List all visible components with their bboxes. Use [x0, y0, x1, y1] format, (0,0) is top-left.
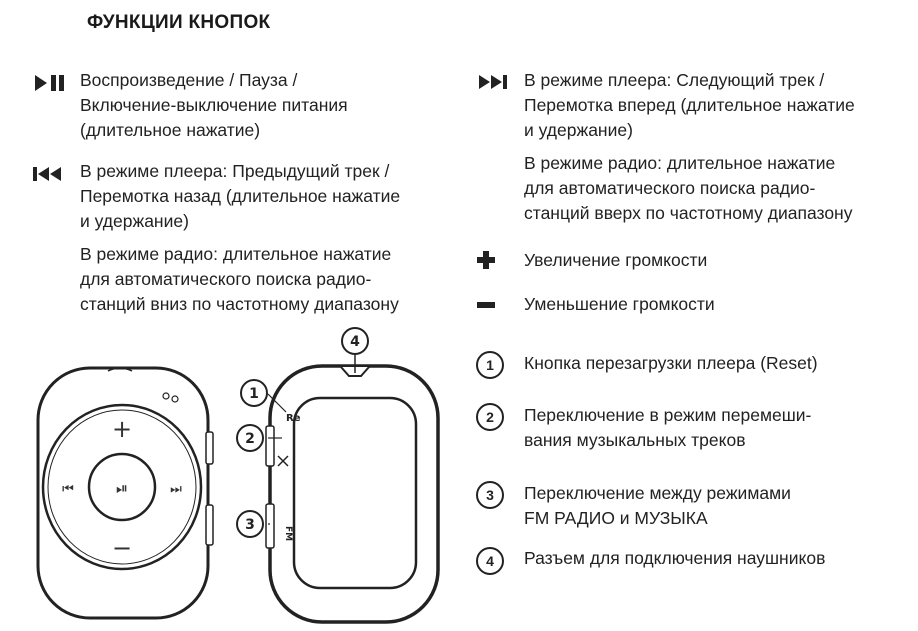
shuffle-icon [277, 455, 289, 467]
side-callout-1-circle [240, 379, 268, 407]
text-line: вания музыкальных треков [524, 430, 746, 450]
text-line: для автоматического поиска радио- [80, 269, 372, 289]
text-line: В режиме радио: длительное нажатие [524, 153, 836, 173]
front-plus-label: + [112, 415, 132, 443]
side-callout-2-circle [236, 424, 264, 452]
play-pause-icon [35, 75, 64, 91]
text-line: Перемотка назад (длительное нажатие [80, 186, 401, 206]
plus-icon [477, 251, 495, 269]
front-next-label: ⏭ [170, 482, 182, 497]
callout-number-3: 3 [476, 481, 504, 509]
right-item-headphone-jack: Разъем для подключения наушников [524, 546, 825, 571]
side-callout-2: 2 [245, 431, 255, 447]
text-line: станций вниз по частотному диапазону [80, 294, 399, 314]
right-item-shuffle: Переключение в режим перемеши- вания муз… [524, 403, 811, 453]
right-item-volume-up: Увеличение громкости [524, 248, 707, 273]
player-front-view: + − ⏮ ⏯ ⏭ [36, 366, 214, 620]
front-prev-label: ⏮ [62, 482, 74, 497]
side-callout-4: 4 [350, 334, 360, 350]
text-line: В режиме плеера: Предыдущий трек / [80, 161, 390, 181]
right-item-reset: Кнопка перезагрузки плеера (Reset) [524, 351, 818, 376]
text-line: FM РАДИО и МУЗЫКА [524, 508, 708, 528]
front-play-label: ⏯ [116, 479, 128, 497]
text-line: Воспроизведение / Пауза / [80, 70, 298, 90]
callout-number-2: 2 [476, 403, 504, 431]
text-line: Перемотка вперед (длительное нажатие [524, 95, 855, 115]
left-item-play-pause: Воспроизведение / Пауза / Включение-выкл… [80, 68, 348, 143]
right-item-mode-switch: Переключение между режимами FM РАДИО и М… [524, 481, 791, 531]
side-callout-3: 3 [245, 517, 255, 533]
text-line: Включение-выключение питания [80, 95, 348, 115]
next-track-icon [479, 75, 507, 89]
text-line: (длительное нажатие) [80, 120, 261, 140]
side-callout-3-circle [236, 510, 264, 538]
text-line: Переключение между режимами [524, 483, 791, 503]
side-callout-1: 1 [249, 386, 259, 402]
side-callout-4-circle [341, 327, 369, 355]
text-line: станций вверх по частотному диапазону [524, 203, 853, 223]
side-fm-text: FM [283, 526, 293, 541]
text-line: Переключение в режим перемеши- [524, 405, 812, 425]
previous-track-icon [33, 167, 61, 181]
page-title: ФУНКЦИИ КНОПОК [87, 12, 271, 33]
side-reset-text: Re [286, 413, 301, 424]
right-item-next: В режиме плеера: Следующий трек / Перемо… [524, 68, 855, 226]
text-line: и удержание) [80, 211, 189, 231]
left-item-previous: В режиме плеера: Предыдущий трек / Перем… [80, 159, 400, 317]
center-play-button [87, 452, 157, 522]
text-line: Разъем для подключения наушников [524, 548, 826, 568]
text-line: Увеличение громкости [524, 250, 708, 270]
text-line: В режиме плеера: Следующий трек / [524, 70, 825, 90]
front-minus-label: − [112, 534, 132, 562]
text-line: Кнопка перезагрузки плеера (Reset) [524, 353, 818, 373]
text-line: и удержание) [524, 120, 633, 140]
right-item-volume-down: Уменьшение громкости [524, 292, 715, 317]
callout-number-1: 1 [476, 351, 504, 379]
player-side-view: Re FM 1 2 3 4 [236, 327, 440, 624]
text-line: В режиме радио: длительное нажатие [80, 244, 392, 264]
text-line: для автоматического поиска радио- [524, 178, 816, 198]
minus-icon [477, 302, 495, 308]
text-line: Уменьшение громкости [524, 294, 715, 314]
callout-number-4: 4 [476, 547, 504, 575]
